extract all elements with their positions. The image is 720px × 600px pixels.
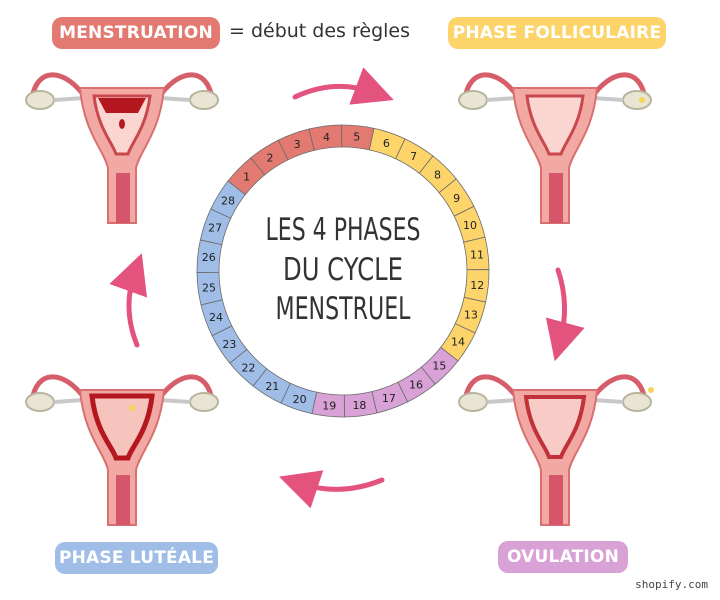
day-label-24: 24 bbox=[209, 311, 223, 324]
uterus-luteal-body bbox=[25, 374, 219, 526]
cycle-arrows bbox=[109, 67, 585, 509]
day-label-13: 13 bbox=[464, 308, 478, 321]
day-label-27: 27 bbox=[208, 222, 222, 235]
day-label-8: 8 bbox=[434, 169, 441, 182]
arrow-bottom bbox=[279, 470, 385, 509]
phase-badge-luteal: PHASE LUTÉALE bbox=[55, 542, 218, 574]
day-label-14: 14 bbox=[451, 336, 465, 349]
center-title-line-3: MENSTRUEL bbox=[276, 291, 412, 327]
arrow-top bbox=[292, 67, 394, 105]
day-label-22: 22 bbox=[241, 361, 255, 374]
day-label-16: 16 bbox=[409, 379, 423, 392]
day-label-7: 7 bbox=[410, 150, 417, 163]
day-label-1: 1 bbox=[243, 170, 250, 183]
phase-badge-ovulation: OVULATION bbox=[498, 541, 628, 573]
day-label-19: 19 bbox=[322, 399, 336, 412]
day-label-26: 26 bbox=[202, 251, 216, 264]
day-label-3: 3 bbox=[294, 138, 301, 151]
center-title-line-1: LES 4 PHASES bbox=[266, 212, 421, 248]
menstruation-note: = début des règles bbox=[229, 20, 411, 42]
uterus-follicular-body bbox=[458, 72, 652, 224]
day-label-15: 15 bbox=[432, 360, 446, 373]
center-title-line-2: DU CYCLE bbox=[283, 252, 403, 288]
uterus-follicular-illustration bbox=[458, 72, 652, 224]
day-label-21: 21 bbox=[265, 380, 279, 393]
day-label-20: 20 bbox=[293, 393, 307, 406]
day-label-11: 11 bbox=[470, 249, 484, 262]
day-segment-28 bbox=[210, 180, 246, 219]
phase-badge-menstruation: MENSTRUATION bbox=[52, 17, 220, 49]
uterus-luteal-illustration bbox=[25, 374, 219, 526]
uterus-ovulation-illustration bbox=[458, 374, 654, 526]
day-label-6: 6 bbox=[383, 137, 390, 150]
source-credit: shopify.com bbox=[635, 578, 708, 591]
day-label-18: 18 bbox=[352, 399, 366, 412]
day-label-25: 25 bbox=[202, 281, 216, 294]
day-label-17: 17 bbox=[382, 392, 396, 405]
day-label-28: 28 bbox=[221, 194, 235, 207]
day-label-23: 23 bbox=[222, 338, 236, 351]
day-label-9: 9 bbox=[453, 192, 460, 205]
uterus-menstruation-body bbox=[25, 72, 219, 224]
arrow-left bbox=[109, 253, 148, 348]
phase-badge-follicular: PHASE FOLLICULAIRE bbox=[448, 17, 666, 49]
day-label-10: 10 bbox=[463, 219, 477, 232]
arrow-right bbox=[545, 267, 585, 362]
uterus-menstruation-illustration bbox=[25, 72, 219, 224]
day-label-2: 2 bbox=[267, 151, 274, 164]
day-label-5: 5 bbox=[353, 131, 360, 144]
uterus-ovulation-body bbox=[458, 374, 654, 526]
day-label-12: 12 bbox=[470, 279, 484, 292]
day-label-4: 4 bbox=[323, 131, 330, 144]
